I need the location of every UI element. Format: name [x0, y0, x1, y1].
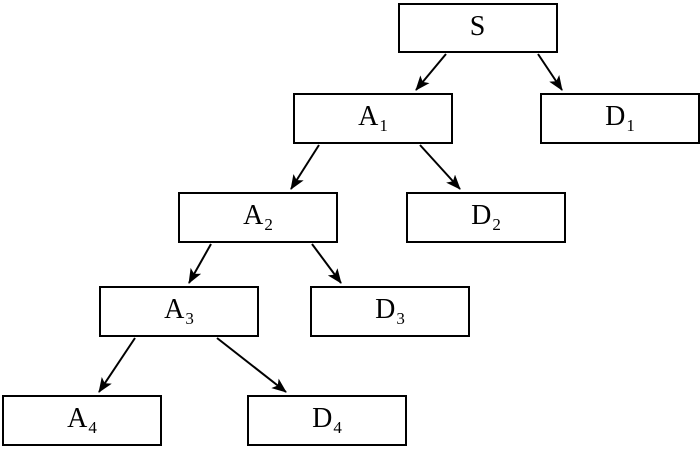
node-d2-sub: 2 [492, 215, 501, 234]
node-a4-text: A4 [67, 403, 97, 437]
edge-a3-a4 [98, 337, 136, 393]
node-d4-label: D [312, 403, 333, 434]
node-a3: A3 [99, 286, 259, 337]
node-s-text: S [469, 10, 487, 44]
node-s-label: S [469, 10, 486, 42]
node-d3-text: D3 [375, 294, 405, 328]
node-a1-label: A [358, 101, 379, 132]
node-s: S [398, 3, 558, 53]
node-d1-label: D [605, 101, 626, 132]
edge-s-a1 [415, 53, 447, 91]
node-a1: A1 [293, 93, 453, 144]
edge-a1-d2 [419, 144, 461, 190]
node-a2-sub: 2 [264, 215, 273, 234]
node-a4-sub: 4 [88, 418, 97, 437]
node-a2-text: A2 [243, 200, 273, 234]
node-a1-text: A1 [358, 101, 388, 135]
edge-s-d1 [537, 53, 563, 91]
node-d2-text: D2 [471, 200, 501, 234]
node-a1-sub: 1 [379, 116, 388, 135]
node-a3-label: A [164, 294, 185, 325]
node-a3-text: A3 [164, 294, 194, 328]
node-d1-text: D1 [605, 101, 635, 135]
node-d4-sub: 4 [333, 418, 342, 437]
node-d1-sub: 1 [626, 116, 635, 135]
node-d2: D2 [406, 192, 566, 243]
node-d3-label: D [375, 294, 396, 325]
node-d1: D1 [540, 93, 700, 144]
edge-a2-d3 [311, 243, 342, 284]
edge-a1-a2 [290, 144, 320, 190]
node-d4: D4 [247, 395, 407, 446]
node-d3-sub: 3 [396, 309, 405, 328]
edge-a2-a3 [188, 243, 212, 284]
edge-a3-d4 [216, 337, 287, 393]
node-a2-label: A [243, 200, 264, 231]
node-d2-label: D [471, 200, 492, 231]
node-a3-sub: 3 [185, 309, 194, 328]
node-a2: A2 [178, 192, 338, 243]
node-d3: D3 [310, 286, 470, 337]
node-a4-label: A [67, 403, 88, 434]
node-d4-text: D4 [312, 403, 342, 437]
node-a4: A4 [2, 395, 162, 446]
